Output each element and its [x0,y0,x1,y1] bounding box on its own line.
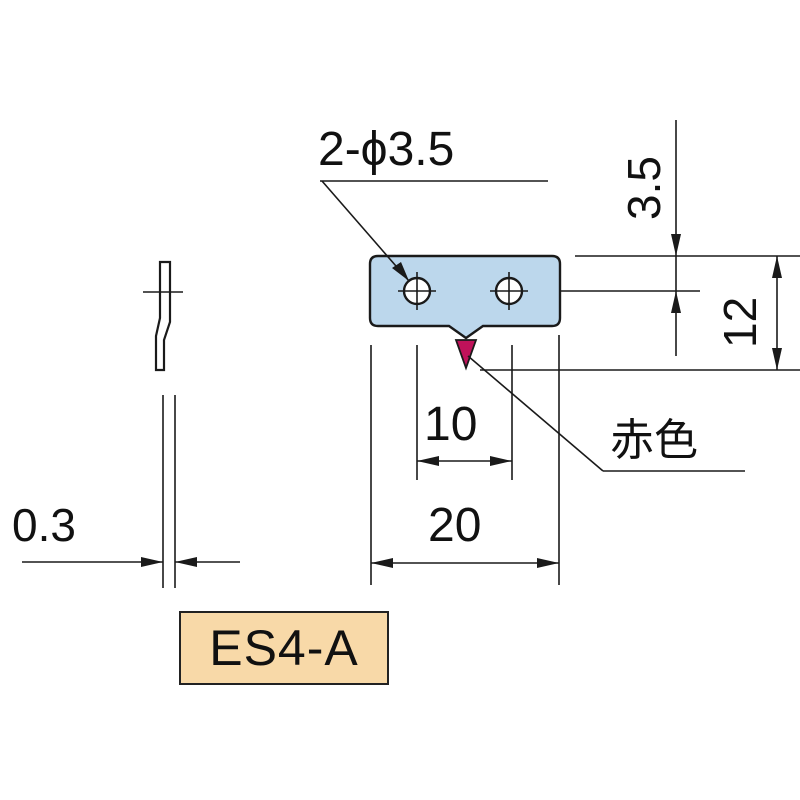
height-arrow-bottom [772,348,782,370]
side-view: 0.3 [12,260,240,588]
width-arrow-left [371,558,393,568]
offset-arrow-top [671,234,681,256]
offset-arrow-bottom [671,291,681,313]
pitch-dimension: 10 [424,398,477,451]
thickness-dimension: 0.3 [12,499,76,551]
model-label: ES4-A [179,611,389,685]
pitch-arrow-right [490,456,512,466]
thickness-arrow-left [141,557,163,567]
red-leader-diagonal [467,355,604,472]
hole-callout-text: 2-ϕ3.5 [318,123,454,176]
offset-dimension: 3.5 [618,156,670,220]
hole-callout-leader [321,180,410,282]
height-dimension: 12 [714,297,766,348]
thickness-arrow-right [175,557,197,567]
front-view: 2-ϕ3.5 3.5 12 10 20 赤色 [318,120,800,585]
red-tip [454,339,478,371]
pitch-arrow-left [417,456,439,466]
hole-callout-arrow [392,262,409,281]
width-dimension: 20 [428,499,481,552]
red-color-label: 赤色 [610,416,698,465]
height-arrow-top [772,256,782,278]
width-arrow-right [537,558,559,568]
side-profile [154,260,172,372]
